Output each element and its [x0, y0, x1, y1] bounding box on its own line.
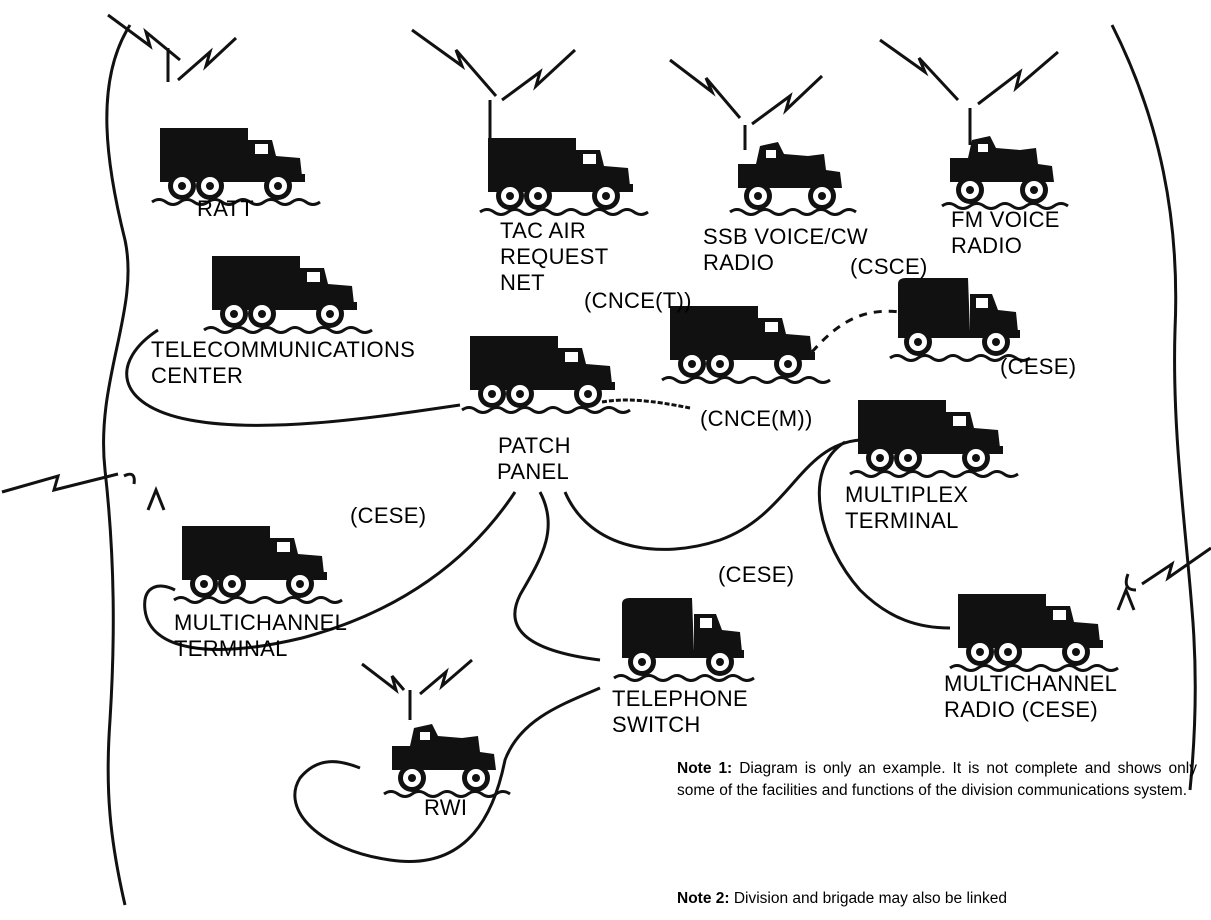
telecom-center-truck-icon: [204, 256, 372, 333]
rwi-antenna-icon: [361, 658, 473, 720]
tac-air-label-line1: TAC AIR: [500, 218, 587, 243]
multichannel-terminal-truck-icon: [174, 526, 342, 603]
fm-jeep-icon: [942, 136, 1068, 209]
fm-label-line2: RADIO: [951, 233, 1023, 258]
patch-panel-label-line2: PANEL: [497, 459, 570, 484]
telecom-label-line2: CENTER: [151, 363, 244, 388]
note-2: Note 2: Division and brigade may also be…: [677, 888, 1197, 910]
csce-shelter-truck-icon: [890, 278, 1030, 361]
ratt-truck-icon: [152, 128, 320, 205]
cnce-t-label: (CNCE(T)): [584, 288, 692, 313]
multiplex-label-line1: MULTIPLEX: [845, 482, 969, 507]
cese-top-label: (CESE): [1000, 354, 1077, 379]
csce-label: (CSCE): [850, 254, 928, 279]
cese-left-label: (CESE): [350, 503, 427, 528]
cable-patch-to-multiplex: [563, 438, 861, 551]
cable-telecom-to-patch: [125, 328, 461, 427]
ssb-label-line1: SSB VOICE/CW: [703, 224, 868, 249]
fm-label-line1: FM VOICE: [951, 207, 1060, 232]
cnce-t-truck-icon: [662, 306, 830, 383]
right-boundary-curve: [1110, 24, 1197, 791]
cable-patch-to-telephone-switch: [513, 491, 601, 662]
cable-patch-to-multichannel-terminal: [143, 491, 517, 651]
right-dish-antenna-icon: [1116, 546, 1211, 611]
multichannel-radio-label-line2: RADIO (CESE): [944, 697, 1098, 722]
cable-cnce-t-to-csce: [810, 309, 901, 353]
cable-multiplex-to-multichannel-radio: [817, 440, 951, 630]
ssb-antenna-icon: [669, 58, 824, 150]
ssb-label-line2: RADIO: [703, 250, 775, 275]
fm-antenna-icon: [879, 38, 1059, 145]
telephone-switch-label-line2: SWITCH: [612, 712, 701, 737]
multiplex-label-line2: TERMINAL: [845, 508, 959, 533]
tac-air-label-line2: REQUEST: [500, 244, 609, 269]
note-1: Note 1: Diagram is only an example. It i…: [677, 758, 1197, 802]
multichannel-radio-truck-icon: [950, 594, 1118, 671]
cable-telephone-to-rwi: [293, 686, 601, 863]
cable-patch-to-cnce-m: [601, 398, 691, 410]
cese-mid-label: (CESE): [718, 562, 795, 587]
telephone-switch-truck-icon: [614, 598, 754, 681]
ssb-jeep-icon: [730, 142, 856, 215]
telephone-switch-label-line1: TELEPHONE: [612, 686, 748, 711]
rwi-label: RWI: [424, 795, 468, 820]
rwi-jeep-icon: [384, 724, 510, 797]
ratt-antenna-icon: [107, 13, 238, 82]
note-1-label: Note 1:: [677, 760, 733, 777]
left-dish-antenna-icon: [1, 472, 166, 511]
multichannel-terminal-label-line1: MULTICHANNEL: [174, 610, 348, 635]
note-2-label: Note 2:: [677, 890, 730, 907]
note-2-text: Division and brigade may also be linked: [729, 890, 1007, 907]
left-boundary-curve: [102, 24, 132, 906]
multichannel-radio-label-line1: MULTICHANNEL: [944, 671, 1118, 696]
tac-air-label-line3: NET: [500, 270, 545, 295]
note-1-text: Diagram is only an example. It is not co…: [677, 760, 1197, 799]
tac-air-antenna-icon: [411, 28, 577, 142]
multichannel-terminal-label-line2: TERMINAL: [174, 636, 288, 661]
patch-panel-label-line1: PATCH: [498, 433, 571, 458]
multiplex-truck-icon: [850, 400, 1018, 477]
tac-air-truck-icon: [480, 138, 648, 215]
ratt-label: RATT: [197, 196, 255, 221]
cnce-m-label: (CNCE(M)): [700, 406, 813, 431]
telecom-label-line1: TELECOMMUNICATIONS: [151, 337, 416, 362]
